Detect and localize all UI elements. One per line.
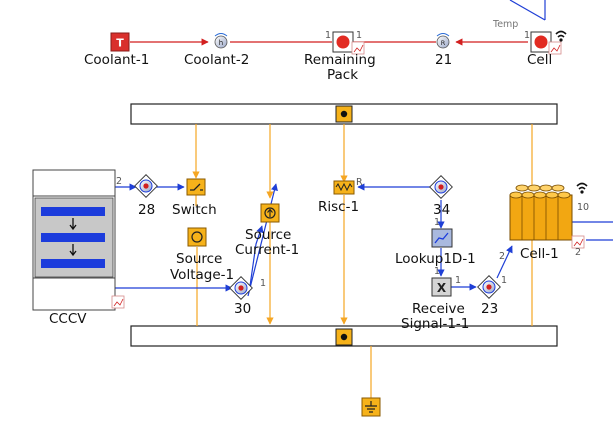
coolant-1-block[interactable]: T bbox=[110, 32, 130, 52]
switch-label: Switch bbox=[172, 202, 217, 218]
port-label: 1 bbox=[356, 30, 363, 41]
sensor-28-block[interactable] bbox=[134, 174, 158, 198]
cccv-block[interactable] bbox=[32, 169, 125, 311]
remaining-label: Remaining bbox=[304, 52, 376, 68]
lookup1d-block[interactable] bbox=[431, 228, 453, 248]
cell-1-label: Cell-1 bbox=[520, 246, 559, 262]
electric-wires bbox=[192, 124, 533, 398]
cell-top-signals bbox=[509, 0, 546, 21]
svg-text:T: T bbox=[116, 37, 124, 50]
n34-label: 34 bbox=[433, 202, 451, 218]
n28-label: 28 bbox=[138, 202, 156, 218]
port-label: 2 bbox=[499, 251, 506, 262]
temp-label: Temp bbox=[493, 19, 519, 30]
receive-signal-block[interactable]: X bbox=[431, 277, 452, 297]
port-label: 1 bbox=[501, 275, 508, 286]
receive-label-1: Receive bbox=[412, 301, 465, 317]
port-label: 1 bbox=[434, 217, 441, 228]
port-label: 1 bbox=[455, 275, 462, 286]
r21-label: 21 bbox=[435, 52, 453, 68]
source-voltage-label-1: Source bbox=[176, 251, 223, 267]
port-label: 1 bbox=[434, 266, 441, 277]
source-current-label-1: Source bbox=[245, 227, 292, 243]
source-current-block[interactable] bbox=[260, 203, 280, 223]
source-voltage-label-2: Voltage-1 bbox=[170, 267, 235, 283]
cell-1-block[interactable] bbox=[509, 182, 588, 249]
port-label: 1 bbox=[325, 30, 332, 41]
signal-wires bbox=[114, 183, 613, 297]
coolant-2-label: Coolant-2 bbox=[184, 52, 250, 68]
thermal-resistance-21-block[interactable]: R bbox=[436, 33, 450, 49]
lookup-label: Lookup1D-1 bbox=[395, 251, 476, 267]
ground-block[interactable] bbox=[361, 397, 381, 417]
port-label: 1 bbox=[524, 30, 531, 41]
coolant-1-label: Coolant-1 bbox=[84, 52, 150, 68]
risc-label: Risc-1 bbox=[318, 199, 360, 215]
cell-label: Cell bbox=[527, 52, 553, 68]
port-label: 1 bbox=[260, 278, 267, 289]
risc-block[interactable] bbox=[333, 180, 355, 195]
sensor-30-block[interactable] bbox=[229, 276, 253, 300]
svg-text:R: R bbox=[441, 39, 446, 47]
sensor-23-block[interactable] bbox=[477, 275, 501, 299]
receive-label-2: Signal-1-1 bbox=[401, 316, 470, 332]
source-voltage-block[interactable] bbox=[187, 227, 207, 247]
cell-thermal-block[interactable] bbox=[530, 30, 567, 55]
switch-block[interactable] bbox=[186, 178, 206, 196]
port-label: 2 bbox=[575, 247, 582, 258]
top-bus-connector[interactable] bbox=[335, 105, 353, 123]
pack-label: Pack bbox=[327, 67, 359, 83]
n23-label: 23 bbox=[481, 301, 499, 317]
remaining-pack-block[interactable] bbox=[332, 31, 365, 55]
svg-text:h: h bbox=[219, 39, 223, 47]
source-current-label-2: Current-1 bbox=[235, 242, 300, 258]
svg-text:X: X bbox=[437, 281, 447, 295]
cccv-label: CCCV bbox=[49, 311, 87, 327]
n30-label: 30 bbox=[234, 301, 252, 317]
coolant-2-block[interactable]: h bbox=[214, 33, 228, 49]
port-label: R bbox=[356, 177, 363, 188]
sensor-34-block[interactable] bbox=[429, 175, 453, 199]
port-label: 2 bbox=[116, 176, 123, 187]
port-label: 10 bbox=[577, 202, 590, 213]
cccv-plot-icon bbox=[111, 295, 125, 309]
bottom-bus-connector[interactable] bbox=[335, 328, 353, 346]
